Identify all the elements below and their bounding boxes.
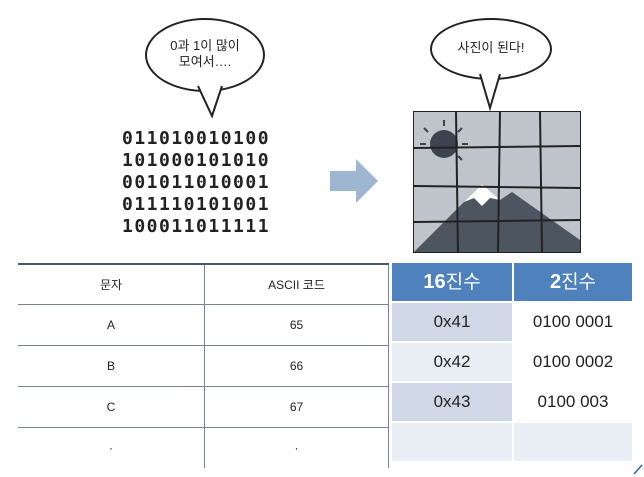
- header-binary-word: 진수: [561, 272, 597, 293]
- binary-digits: 011010010100 101000101010 001011010001 0…: [122, 128, 312, 238]
- cell-binary: 0100 0002: [514, 341, 634, 381]
- speech-bubble-photo: 사진이 된다!: [430, 18, 552, 80]
- table-row: · ·: [18, 427, 389, 468]
- ascii-table: 문자 ASCII 코드 A 65 B 66 C 67 · ·: [18, 263, 389, 468]
- right-arrow-icon: [330, 159, 378, 203]
- cell-code: 65: [204, 304, 389, 346]
- table-row: A 65: [18, 304, 389, 346]
- binary-line: 100011011111: [122, 216, 271, 237]
- cell-binary: [514, 421, 634, 461]
- binary-line: 011010010100: [122, 128, 271, 149]
- cell-binary: 0100 0001: [514, 301, 634, 341]
- bubble-text-photo: 사진이 된다!: [457, 40, 525, 55]
- table-row: 0x41 0100 0001: [392, 301, 634, 341]
- table-row: [392, 421, 634, 461]
- base-table: 16진수 2진수 0x41 0100 0001 0x42 0100 0002 0…: [392, 263, 634, 461]
- speech-bubble-binary: 0과 1이 많이 모여서….: [145, 18, 265, 92]
- cell-character: A: [18, 304, 205, 346]
- cell-character: ·: [18, 427, 205, 468]
- header-character: 문자: [18, 263, 205, 305]
- mountain-photo-icon: [413, 111, 581, 253]
- cell-hex: [392, 421, 514, 461]
- binary-line: 001011010001: [122, 172, 271, 193]
- bubble-text-binary: 0과 1이 많이 모여서….: [147, 38, 263, 70]
- table-row: B 66: [18, 345, 389, 387]
- cell-hex: 0x42: [392, 341, 514, 381]
- cell-hex: 0x41: [392, 301, 514, 341]
- bubble-line-2: 모여서….: [178, 54, 232, 69]
- bubble-tail-right: [479, 72, 501, 112]
- table-row: C 67: [18, 386, 389, 428]
- binary-line: 011110101001: [122, 194, 271, 215]
- binary-line: 101000101010: [122, 150, 271, 171]
- header-ascii-code: ASCII 코드: [204, 263, 389, 305]
- table-row: 0x43 0100 003: [392, 381, 634, 421]
- header-hex-num: 16: [423, 271, 446, 293]
- cell-hex: 0x43: [392, 381, 514, 421]
- cell-code: ·: [204, 427, 389, 468]
- cell-code: 67: [204, 386, 389, 428]
- header-binary-num: 2: [549, 271, 562, 293]
- table-row: 0x42 0100 0002: [392, 341, 634, 381]
- cell-code: 66: [204, 345, 389, 387]
- header-hex: 16진수: [392, 263, 514, 301]
- cell-binary: 0100 003: [514, 381, 634, 421]
- bubble-tail-left: [197, 84, 223, 119]
- ascii-table-header: 문자 ASCII 코드: [18, 263, 389, 305]
- header-hex-word: 진수: [445, 272, 481, 293]
- cell-character: B: [18, 345, 205, 387]
- cell-character: C: [18, 386, 205, 428]
- header-binary: 2진수: [514, 263, 634, 301]
- bubble-line-1: 0과 1이 많이: [170, 38, 240, 53]
- corner-mark-icon: [633, 464, 643, 475]
- base-table-header: 16진수 2진수: [392, 263, 634, 301]
